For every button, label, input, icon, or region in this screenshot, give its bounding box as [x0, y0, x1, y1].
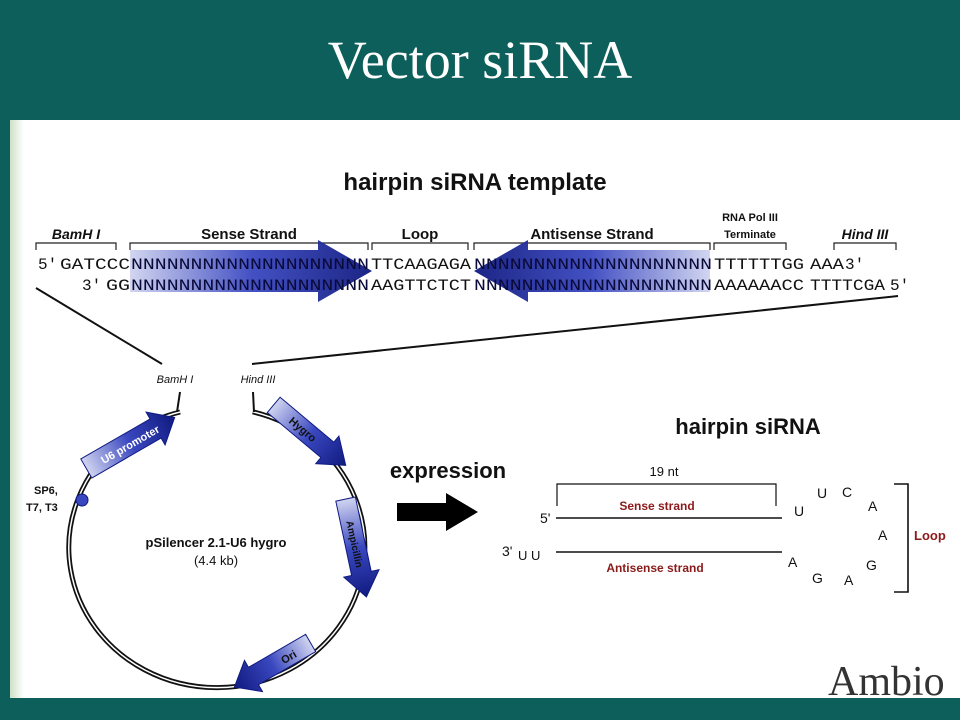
expression-arrow: [397, 493, 478, 531]
bamhi-tick: [176, 391, 181, 413]
terminator-bracket: [713, 242, 787, 250]
sp6-label-1: SP6,: [34, 485, 58, 497]
antisense-strand-label: Antisense Strand: [530, 226, 653, 243]
loop-base-2: U: [817, 485, 827, 501]
bottom-band: [0, 698, 960, 720]
plasmid-backbone-inner: [68, 411, 366, 689]
bamhi-label: BamH I: [52, 226, 101, 242]
loop-base-1: U: [794, 503, 804, 519]
ampicillin-arrow: Ampicillin: [335, 496, 380, 598]
antisense-bracket: [473, 242, 711, 250]
plasmid-size: (4.4 kb): [194, 553, 238, 568]
loop-label: Loop: [402, 226, 439, 243]
hindiii-bracket: [833, 242, 897, 250]
sense-strand-label: Sense Strand: [201, 226, 297, 243]
top-strand-antisense: NNNNNNNNNNNNNNNNNNNN: [474, 256, 712, 274]
panel-edge: [10, 120, 24, 698]
bottom-strand-prefix: 3': [82, 277, 101, 295]
bottom-strand-sense: NNNNNNNNNNNNNNNNNNNN: [131, 277, 369, 295]
template-heading: hairpin siRNA template: [343, 169, 606, 196]
bottom-strand-end: TTTTCGA: [810, 277, 885, 295]
sp6-promoter-marker: [75, 493, 89, 507]
loop-bracket-right: [894, 483, 909, 593]
bottom-strand-loop: AAGTTCTCT: [371, 277, 471, 295]
bottom-strand-terminator: AAAAAACC: [714, 277, 804, 295]
hairpin-length-label: 19 nt: [650, 464, 679, 479]
hairpin-five-prime: 5': [540, 510, 550, 526]
top-strand-end: AAA: [810, 256, 844, 274]
top-strand-suffix: 3': [845, 256, 864, 274]
zoom-line-left: [35, 287, 163, 365]
sense-strand-text: Sense strand: [619, 499, 694, 513]
bottom-strand-suffix: 5': [890, 277, 909, 295]
top-strand-loop: TTCAAGAGA: [371, 256, 471, 274]
hairpin-heading: hairpin siRNA: [675, 414, 821, 439]
segment-brackets: [35, 242, 897, 250]
loop-base-3: C: [842, 484, 852, 500]
bamhi-bracket: [35, 242, 117, 250]
antisense-strand-text: Antisense strand: [606, 561, 703, 575]
diagram-panel: [10, 120, 960, 698]
loop-side-label: Loop: [914, 528, 946, 543]
hairpin-three-prime: 3': [502, 543, 512, 559]
expression-label: expression: [390, 458, 506, 483]
top-strand-restriction: GATCCC: [60, 256, 130, 274]
loop-bases: U U C A A G A G A: [788, 484, 888, 588]
terminator-label-1: RNA Pol III: [722, 212, 778, 224]
slide-title: Vector siRNA: [327, 30, 633, 90]
top-strand-prefix: 5': [38, 256, 57, 274]
loop-base-8: G: [812, 570, 823, 586]
ori-arrow: Ori: [233, 633, 317, 693]
loop-base-5: A: [878, 527, 888, 543]
zoom-line-right: [251, 295, 899, 365]
hygro-arrow: Hygro: [266, 396, 347, 466]
sense-arrow: [130, 240, 372, 302]
loop-base-4: A: [868, 498, 878, 514]
bottom-strand-antisense: NNNNNNNNNNNNNNNNNNNN: [474, 277, 712, 295]
antisense-arrow: [474, 240, 710, 302]
sense-bracket: [129, 242, 369, 250]
loop-base-7: A: [844, 572, 854, 588]
loop-base-9: A: [788, 554, 798, 570]
loop-bracket: [371, 242, 469, 250]
sp6-label-2: T7, T3: [26, 502, 58, 514]
plasmid-hindiii-label: Hind III: [241, 374, 276, 386]
terminator-label-2: Terminate: [724, 229, 776, 241]
bottom-strand-restriction: GG: [106, 277, 130, 295]
length-bracket: [556, 483, 777, 506]
top-strand-sense: NNNNNNNNNNNNNNNNNNNN: [131, 256, 369, 274]
hindiii-label: Hind III: [842, 226, 890, 242]
plasmid-name: pSilencer 2.1-U6 hygro: [146, 535, 287, 550]
ambion-logo: Ambio: [828, 659, 945, 705]
hindiii-tick: [252, 391, 255, 413]
hairpin-overhang: U U: [518, 548, 540, 563]
top-strand-terminator: TTTTTTGG: [714, 256, 804, 274]
plasmid-bamhi-label: BamH I: [157, 374, 194, 386]
loop-base-6: G: [866, 557, 877, 573]
